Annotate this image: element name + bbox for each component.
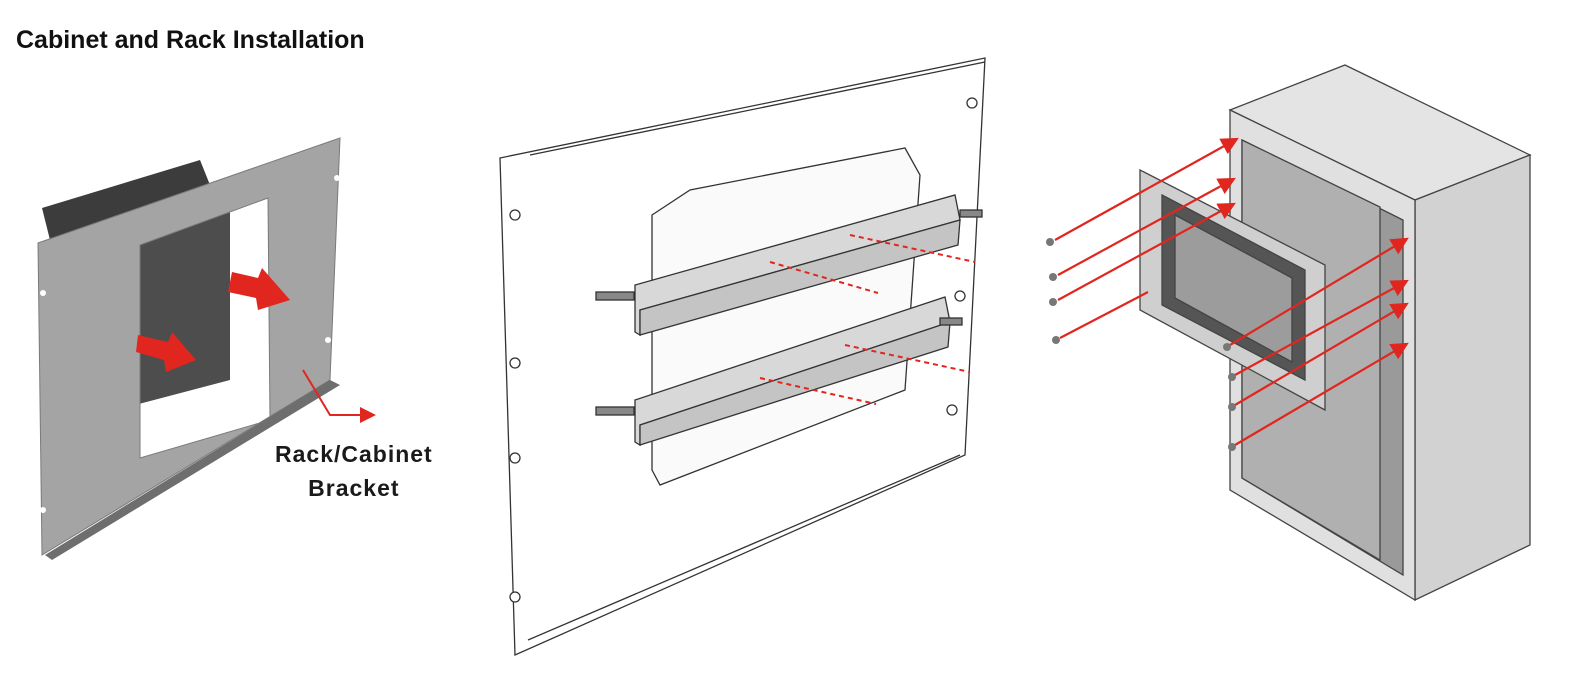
bracket-flange: [45, 380, 340, 560]
panel-pc-top: [42, 160, 212, 240]
label-line-2: Bracket: [308, 475, 400, 501]
label-line-1: Rack/Cabinet: [275, 441, 433, 467]
page-title: Cabinet and Rack Installation: [16, 26, 365, 54]
rack-plate-illustration: [499, 57, 986, 656]
rail-bottom: [634, 296, 951, 447]
arrow-icon: [228, 268, 290, 310]
rack-bracket-illustration: [37, 137, 376, 560]
leader-arrow-icon: [302, 369, 376, 423]
rack-cabinet-bracket-label: Rack/Cabinet Bracket: [275, 437, 433, 505]
rail-top: [634, 194, 961, 337]
cabinet-illustration: [1046, 64, 1532, 602]
arrow-icon: [136, 332, 196, 372]
